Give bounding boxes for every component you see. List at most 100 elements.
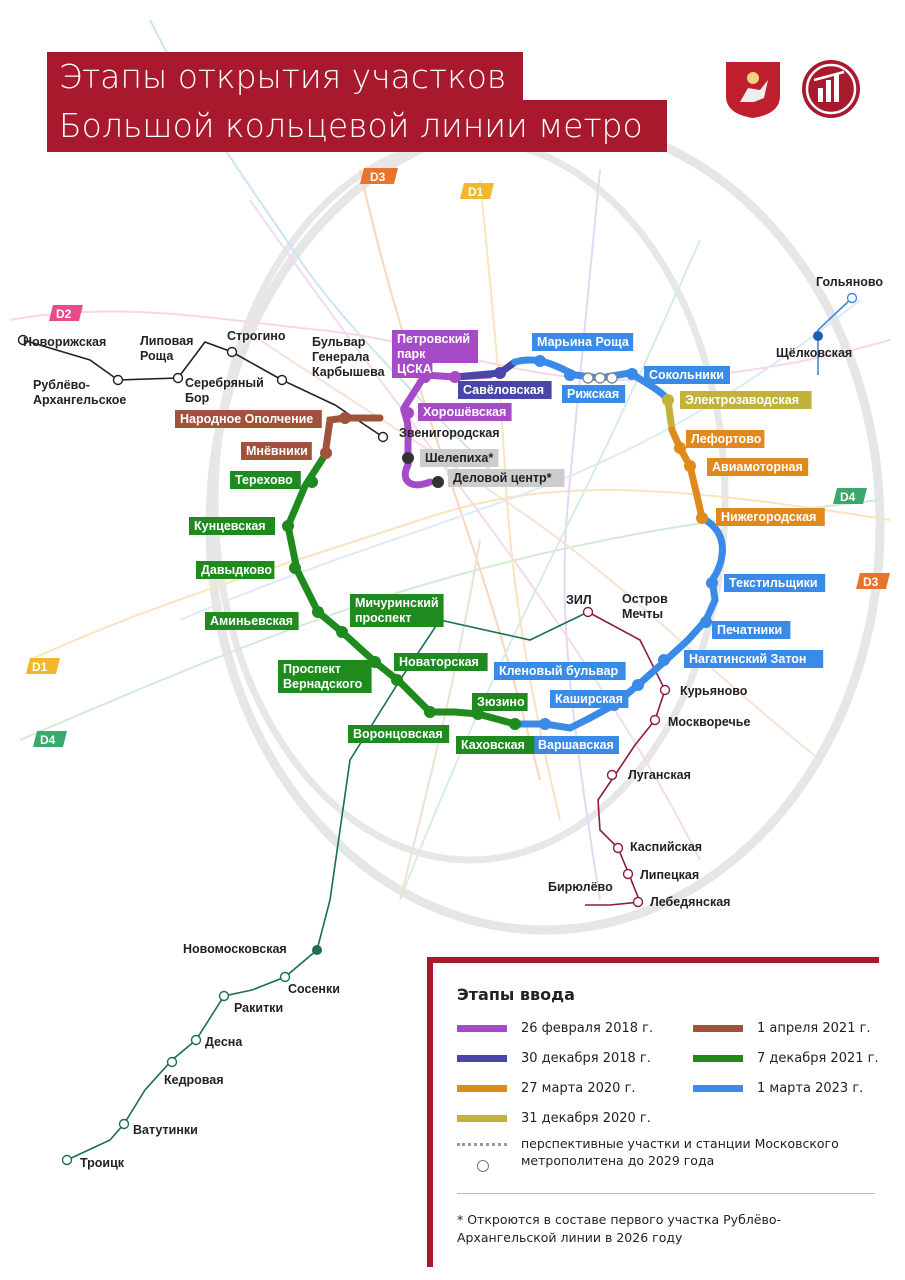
legend-item-feb-2018: 26 февраля 2018 г. xyxy=(457,1021,653,1036)
station-name: Кунцевская xyxy=(194,519,266,533)
station-name-plain: Ракитки xyxy=(234,1001,283,1015)
station-name: Терехово xyxy=(235,473,293,487)
station-label: Давыдково xyxy=(196,561,275,579)
station-name: Воронцовская xyxy=(353,727,443,741)
svg-text:D4: D4 xyxy=(840,490,856,504)
station-label: Воронцовская xyxy=(348,725,450,743)
station-name: Варшавская xyxy=(538,738,614,752)
station-name-plain: Новорижская xyxy=(23,335,106,349)
station-label: Терехово xyxy=(230,471,301,489)
legend-item-dec-2018: 30 декабря 2018 г. xyxy=(457,1051,651,1066)
legend-item-apr-2021: 1 апреля 2021 г. xyxy=(693,1021,871,1036)
rail-badge-d3-east: D3 xyxy=(856,573,890,589)
svg-text:D3: D3 xyxy=(370,170,386,184)
legend-item-mar-2023: 1 марта 2023 г. xyxy=(693,1081,863,1096)
station-name-plain: Строгино xyxy=(227,329,286,343)
station-name-plain: Курьяново xyxy=(680,684,748,698)
station-name: Проспект xyxy=(283,662,341,676)
station-label: Мнёвники xyxy=(241,442,312,460)
stroy-complex-logo-icon xyxy=(802,60,860,118)
legend-footnote: * Откроются в составе первого участка Ру… xyxy=(457,1212,781,1245)
station-name-plain: Рублёво-Архангельское xyxy=(33,378,126,407)
station-name: Печатники xyxy=(717,623,782,637)
station-name-plain: Новомосковская xyxy=(183,942,287,956)
station-name: Лефортово xyxy=(691,432,762,446)
legend-divider xyxy=(457,1193,875,1194)
title-line-1: Этапы открытия участков xyxy=(47,52,523,102)
station-name-plain: Кедровая xyxy=(164,1073,224,1087)
station-label: Хорошёвская xyxy=(418,403,512,421)
station-label: Зюзино xyxy=(472,693,528,711)
legend-prospective-note: перспективные участки и станции Московск… xyxy=(521,1136,839,1168)
station-name: парк xyxy=(397,347,426,361)
station-label: Деловой центр* xyxy=(448,469,565,487)
station-name: Нижегородская xyxy=(721,510,816,524)
rail-badges: D3 D1 D2 D4 D3 D1 D4 xyxy=(26,168,890,747)
station-name-plain: Каспийская xyxy=(630,840,702,854)
station-label: Электрозаводская xyxy=(680,391,812,409)
station-label: Авиамоторная xyxy=(707,458,809,476)
station-name-plain: Бирюлёво xyxy=(548,880,613,894)
svg-text:D2: D2 xyxy=(56,307,72,321)
station-name: Нагатинский Затон xyxy=(689,652,806,666)
station-name-plain: Звенигородская xyxy=(399,426,500,440)
station-dots xyxy=(17,292,858,1166)
legend-dotted-line xyxy=(457,1143,507,1146)
station-label: Печатники xyxy=(712,621,791,639)
svg-text:D4: D4 xyxy=(40,733,56,747)
station-name: Текстильщики xyxy=(729,576,818,590)
svg-text:D3: D3 xyxy=(863,575,879,589)
station-name-plain: Щёлковская xyxy=(776,346,852,360)
station-name: Электрозаводская xyxy=(685,393,799,407)
station-name: ЦСКА xyxy=(397,362,432,376)
legend-item-dec-2021: 7 декабря 2021 г. xyxy=(693,1051,879,1066)
rail-badge-d1-west: D1 xyxy=(26,658,60,674)
station-label: Кленовый бульвар xyxy=(494,662,626,680)
station-name: Авиамоторная xyxy=(712,460,803,474)
station-name: Мнёвники xyxy=(246,444,308,458)
station-name: Зюзино xyxy=(477,695,525,709)
station-label: Сокольники xyxy=(644,366,730,384)
station-label: Марьина Роща xyxy=(532,333,634,351)
rail-badge-d2: D2 xyxy=(49,305,83,321)
station-label: Текстильщики xyxy=(724,574,826,592)
rail-badge-d4-east: D4 xyxy=(833,488,867,504)
station-name-plain: Ватутинки xyxy=(133,1123,198,1137)
station-name: Каширская xyxy=(555,692,623,706)
rail-badge-d4-west: D4 xyxy=(33,731,67,747)
station-name: Савёловская xyxy=(463,383,544,397)
legend: Этапы ввода 26 февраля 2018 г. 30 декабр… xyxy=(427,957,879,1267)
legend-open-circle-icon xyxy=(477,1160,489,1172)
station-label: Варшавская xyxy=(533,736,619,754)
station-name: Рижская xyxy=(567,387,619,401)
station-label: Савёловская xyxy=(458,381,552,399)
title-line-2: Большой кольцевой линии метро xyxy=(47,100,667,152)
station-name-plain: Сосенки xyxy=(288,982,340,996)
station-name: Каховская xyxy=(461,738,525,752)
station-label: Шелепиха* xyxy=(420,449,499,467)
station-name: Мичуринский xyxy=(355,596,439,610)
station-name-plain: Лебедянская xyxy=(650,895,730,909)
station-name: Вернадского xyxy=(283,677,363,691)
station-name: Деловой центр* xyxy=(453,471,552,485)
rail-badge-d1-north: D1 xyxy=(460,183,494,199)
legend-heading: Этапы ввода xyxy=(457,985,575,1004)
station-label: Рижская xyxy=(562,385,626,403)
station-name-plain: Луганская xyxy=(628,768,691,782)
moscow-coat-of-arms-icon xyxy=(726,62,780,118)
station-name-plain: Гольяново xyxy=(816,275,883,289)
station-name: Петровский xyxy=(397,332,470,346)
station-name: Шелепиха* xyxy=(425,451,493,465)
station-name: проспект xyxy=(355,611,412,625)
station-name: Сокольники xyxy=(649,368,724,382)
station-label: Каширская xyxy=(550,690,629,708)
svg-text:D1: D1 xyxy=(32,660,48,674)
station-label: Нагатинский Затон xyxy=(684,650,824,668)
station-label: Народное Ополчение xyxy=(175,410,322,428)
